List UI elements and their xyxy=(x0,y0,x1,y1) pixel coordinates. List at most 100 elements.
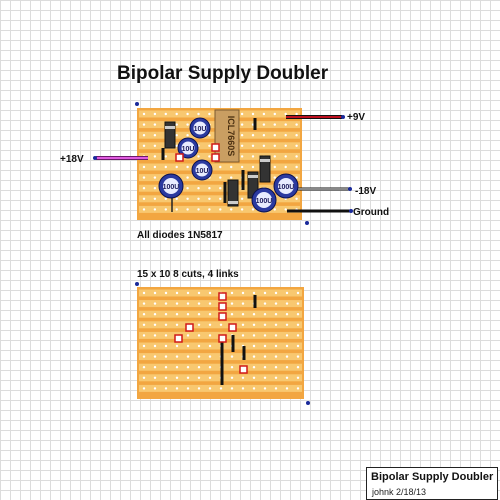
board-hole xyxy=(164,376,168,379)
board-hole xyxy=(186,302,190,305)
cap-small-3-label: 10U xyxy=(196,168,209,175)
board-hole xyxy=(285,387,289,390)
board-hole xyxy=(296,313,300,316)
board-hole xyxy=(186,291,190,295)
board-hole xyxy=(241,387,245,390)
board-hole xyxy=(263,355,267,358)
board-hole xyxy=(142,134,146,137)
board-hole xyxy=(175,144,178,147)
label-minus18v: -18V xyxy=(355,186,377,197)
holes-bottom xyxy=(142,291,300,390)
board-hole xyxy=(175,387,179,390)
board-hole xyxy=(295,144,298,147)
board-hole xyxy=(153,176,157,179)
board-hole xyxy=(153,134,157,137)
board-hole xyxy=(208,112,211,116)
board-hole xyxy=(142,112,146,116)
board-hole xyxy=(175,197,178,200)
board-hole xyxy=(241,334,245,337)
board-hole xyxy=(274,355,278,358)
board-hole xyxy=(296,387,300,390)
board-hole xyxy=(164,155,167,158)
board-hole xyxy=(274,376,278,379)
board-hole xyxy=(230,355,234,358)
label-plus18v: +18V xyxy=(60,154,84,165)
board-hole xyxy=(153,187,157,190)
board-hole xyxy=(274,344,278,348)
board-hole xyxy=(274,366,278,369)
board-hole xyxy=(197,355,201,358)
label-plus9v: +9V xyxy=(347,112,366,123)
strip-cut xyxy=(174,334,183,343)
board-hole xyxy=(274,302,278,305)
board-hole xyxy=(263,302,267,305)
board-hole xyxy=(273,208,276,211)
board-hole xyxy=(208,387,212,390)
wire-end-marker xyxy=(93,156,97,160)
board-hole xyxy=(208,344,212,348)
diode-2 xyxy=(227,179,239,207)
board-hole xyxy=(219,176,222,179)
board-hole xyxy=(251,144,255,147)
board-hole xyxy=(262,123,266,126)
board-hole xyxy=(186,334,190,337)
board-hole xyxy=(295,134,298,137)
board-hole xyxy=(208,208,211,211)
board-hole xyxy=(175,165,178,169)
board-hole xyxy=(274,323,278,326)
board-hole xyxy=(285,376,289,379)
board-hole xyxy=(175,344,179,348)
board-hole xyxy=(208,291,212,295)
board-hole xyxy=(263,291,267,295)
board-hole xyxy=(186,187,189,190)
board-hole xyxy=(142,165,146,169)
board-hole xyxy=(142,197,146,200)
board-hole xyxy=(219,165,222,169)
board-hole xyxy=(285,334,289,337)
board-hole xyxy=(142,291,146,295)
board-hole xyxy=(142,208,146,211)
board-hole xyxy=(273,144,276,147)
board-hole xyxy=(285,344,289,348)
board-hole xyxy=(285,323,289,326)
strip-cut xyxy=(211,153,220,162)
board-hole xyxy=(296,323,300,326)
board-hole xyxy=(296,334,300,337)
board-hole xyxy=(186,176,189,179)
board-hole xyxy=(153,291,157,295)
board-hole xyxy=(175,376,179,379)
board-hole xyxy=(142,355,146,358)
board-hole xyxy=(219,208,222,211)
board-hole xyxy=(197,313,201,316)
board-hole xyxy=(252,334,256,337)
board-hole xyxy=(164,165,167,169)
wire-end-marker xyxy=(349,209,353,213)
board-hole xyxy=(284,144,287,147)
capacitor-large-3: 100U xyxy=(251,187,277,213)
board-hole xyxy=(241,313,245,316)
board-hole xyxy=(142,302,146,305)
strip-cut xyxy=(185,323,194,332)
board-hole xyxy=(230,302,234,305)
board-hole xyxy=(186,197,189,200)
board-hole xyxy=(186,313,190,316)
board-hole xyxy=(208,323,212,326)
board-hole xyxy=(285,291,289,295)
board-hole xyxy=(274,291,278,295)
strip-cut xyxy=(218,334,227,343)
board-hole xyxy=(197,155,200,158)
board-hole xyxy=(142,144,146,147)
board-hole xyxy=(240,112,244,116)
board-hole xyxy=(175,123,178,126)
board-hole xyxy=(208,155,211,158)
board-hole xyxy=(186,376,190,379)
board-hole xyxy=(208,197,211,200)
strip-cut xyxy=(218,312,227,321)
capacitor-large-2: 100U xyxy=(273,173,299,199)
diode-4 xyxy=(259,155,271,183)
board-hole xyxy=(262,144,266,147)
capacitor-small-1: 10U xyxy=(189,117,211,139)
board-hole xyxy=(263,313,267,316)
cap-large-1-label: 100U xyxy=(163,184,180,191)
board-hole xyxy=(164,112,167,116)
